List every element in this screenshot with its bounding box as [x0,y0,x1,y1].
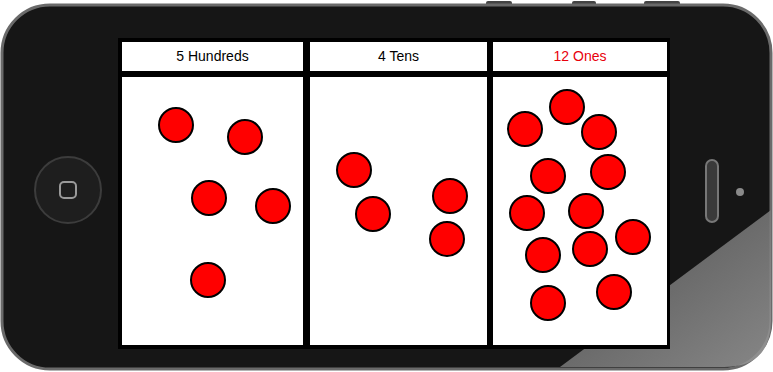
home-icon [60,182,76,198]
hundred-chip [256,189,290,223]
column-panel [122,77,303,345]
one-chip [550,90,584,124]
speaker-slot [706,160,718,222]
one-chip [531,159,565,193]
one-chip [510,196,544,230]
one-chip [573,232,607,266]
camera-dot [736,188,744,196]
ten-chip [433,179,467,213]
ten-chip [430,222,464,256]
one-chip [582,115,616,149]
column-header: 5 Hundreds [122,42,303,71]
one-chip [616,220,650,254]
column-label: 4 Tens [378,49,419,64]
hundred-chip [159,108,193,142]
one-chip [591,155,625,189]
hundred-chip [228,120,262,154]
counter-chips [159,90,650,320]
hundred-chip [191,263,225,297]
column-header: 4 Tens [310,42,487,71]
one-chip [597,275,631,309]
one-chip [569,194,603,228]
one-chip [531,286,565,320]
column-panel [493,77,667,345]
one-chip [508,112,542,146]
ten-chip [337,153,371,187]
ten-chip [356,197,390,231]
hundred-chip [192,181,226,215]
column-header: 12 Ones [493,42,667,71]
column-label: 5 Hundreds [176,49,248,64]
phone-body [2,5,771,369]
one-chip [526,238,560,272]
column-label: 12 Ones [554,49,607,64]
column-panel [310,77,487,345]
screen-frame [118,38,670,349]
home-button [35,157,101,223]
